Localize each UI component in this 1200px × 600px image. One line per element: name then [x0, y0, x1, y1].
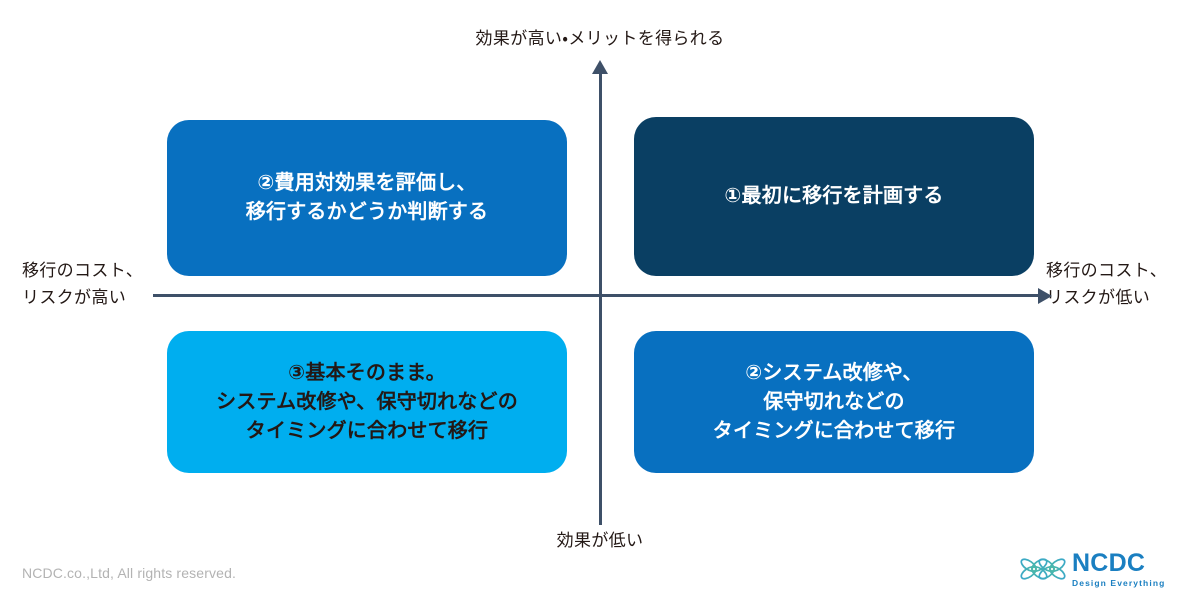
- horizontal-axis-line: [153, 294, 1041, 297]
- quadrant-top-left-text: ②費用対効果を評価し、 移行するかどうか判断する: [245, 172, 489, 223]
- axis-label-right: 移行のコスト、 リスクが低い: [1046, 261, 1168, 308]
- axis-label-top: 効果が高い・メリットを得られる: [475, 29, 725, 48]
- quadrant-bottom-left[interactable]: ③基本そのまま。 システム改修や、保守切れなどの タイミングに合わせて移行: [167, 331, 567, 473]
- axis-label-left: 移行のコスト、 リスクが高い: [22, 261, 144, 308]
- right-arrow-icon: [1038, 288, 1052, 304]
- up-arrow-icon: [592, 60, 608, 74]
- quadrant-bottom-right[interactable]: ②システム改修や、 保守切れなどの タイミングに合わせて移行: [634, 331, 1034, 473]
- ncdc-logo-name: NCDC: [1072, 548, 1146, 577]
- quadrant-top-right[interactable]: ①最初に移行を計画する: [634, 117, 1034, 276]
- ncdc-flower-mark-icon: [1020, 558, 1066, 580]
- quadrant-bottom-left-text: ③基本そのまま。 システム改修や、保守切れなどの タイミングに合わせて移行: [216, 361, 518, 442]
- quadrant-top-left[interactable]: ②費用対効果を評価し、 移行するかどうか判断する: [167, 120, 567, 276]
- footer-copyright: NCDC.co.,Ltd, All rights reserved.: [22, 565, 237, 581]
- ncdc-logo: NCDC Design Everything: [1020, 547, 1180, 591]
- ncdc-wordmark: NCDC Design Everything: [1072, 548, 1166, 588]
- ncdc-logo-tagline: Design Everything: [1072, 577, 1166, 588]
- quadrant-top-right-text: ①最初に移行を計画する: [724, 185, 944, 207]
- quadrant-bottom-right-text: ②システム改修や、 保守切れなどの タイミングに合わせて移行: [712, 361, 956, 442]
- axis-label-bottom: 効果が低い: [556, 531, 644, 550]
- vertical-axis-line: [599, 72, 602, 525]
